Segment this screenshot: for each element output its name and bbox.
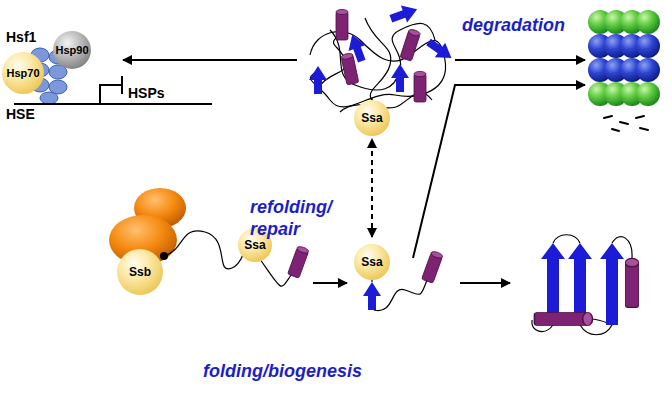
folding-arrow xyxy=(460,283,510,284)
hsp70-circle: Hsp70 xyxy=(2,52,44,94)
process-label: degradation xyxy=(462,14,565,36)
misfolded-protein xyxy=(310,18,446,112)
proteasome xyxy=(588,10,660,131)
nascent-intermediate xyxy=(363,282,381,310)
arrow-connector xyxy=(123,59,297,61)
chaperone-label: Ssa xyxy=(354,244,390,280)
node-label: Hsp90 xyxy=(53,31,91,69)
nascent-intermediate xyxy=(422,250,444,283)
misfolded-protein xyxy=(310,32,446,107)
degradation-arrows xyxy=(455,59,585,61)
proteasome xyxy=(612,129,619,131)
dna-line xyxy=(121,76,123,94)
dna-line xyxy=(14,76,212,104)
misfolded-protein xyxy=(309,66,327,94)
misfolded-protein xyxy=(414,71,426,102)
chaperone-label: Ssb xyxy=(117,249,163,295)
hsf1-complex: Hsf1Hsp70Hsp90 xyxy=(2,28,120,112)
nascent-intermediate xyxy=(374,280,427,311)
dashed-double-arrow xyxy=(371,139,373,237)
dna-line xyxy=(14,103,212,105)
arrow-connector xyxy=(313,282,347,284)
proteasome xyxy=(636,10,660,34)
proteasome xyxy=(636,58,660,82)
proteasome xyxy=(604,116,612,118)
proteasome xyxy=(636,34,660,58)
ribosome xyxy=(288,245,310,278)
misfolded-protein xyxy=(400,28,421,61)
folded-protein xyxy=(625,258,638,307)
process-label: folding/biogenesis xyxy=(203,360,362,382)
folded-protein xyxy=(553,235,580,243)
folded-protein xyxy=(534,312,592,325)
gene-label: HSPs xyxy=(128,85,165,101)
element-label: HSE xyxy=(6,106,35,122)
ribosome xyxy=(164,231,292,286)
node-label: Hsf1 xyxy=(6,29,36,45)
folding-intermediate-node: Ssa xyxy=(350,240,460,335)
misfolded-protein xyxy=(344,32,370,64)
proteasome xyxy=(620,122,628,124)
node-label: Hsp70 xyxy=(2,52,44,94)
misfolded-protein xyxy=(365,18,391,104)
misfolded-protein-node: Ssa xyxy=(300,5,450,136)
proteasome xyxy=(636,116,644,118)
folded-protein xyxy=(532,235,639,335)
chaperone-label: Ssa xyxy=(354,100,390,136)
edge-label: refolding/ repair xyxy=(250,196,346,240)
folded-protein xyxy=(580,325,612,335)
folded-protein xyxy=(600,243,624,325)
misfolded-protein xyxy=(388,1,420,27)
misfolded-protein xyxy=(423,35,456,66)
misfolded-protein xyxy=(309,1,457,112)
folded-protein xyxy=(532,235,632,335)
proteasome xyxy=(604,116,648,131)
folding-arrow xyxy=(460,282,510,284)
hsf1-trimer xyxy=(40,92,58,104)
misfolded-protein xyxy=(391,64,409,92)
hsp90-circle: Hsp90 xyxy=(53,31,91,69)
proteasome xyxy=(640,128,648,130)
degradation-arrows xyxy=(413,85,585,258)
dna-line xyxy=(100,85,121,104)
ribosome xyxy=(160,252,168,260)
misfolded-protein xyxy=(318,35,346,88)
degradation-arrows xyxy=(413,60,585,258)
proteasome xyxy=(636,82,660,106)
misfolded-protein xyxy=(341,53,359,85)
misfolded-protein xyxy=(336,9,348,40)
